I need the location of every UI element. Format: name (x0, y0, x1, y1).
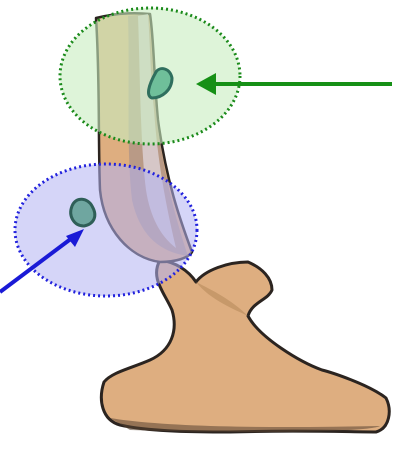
lower-highlight-circle (15, 164, 197, 296)
lower-nodule (71, 199, 95, 226)
